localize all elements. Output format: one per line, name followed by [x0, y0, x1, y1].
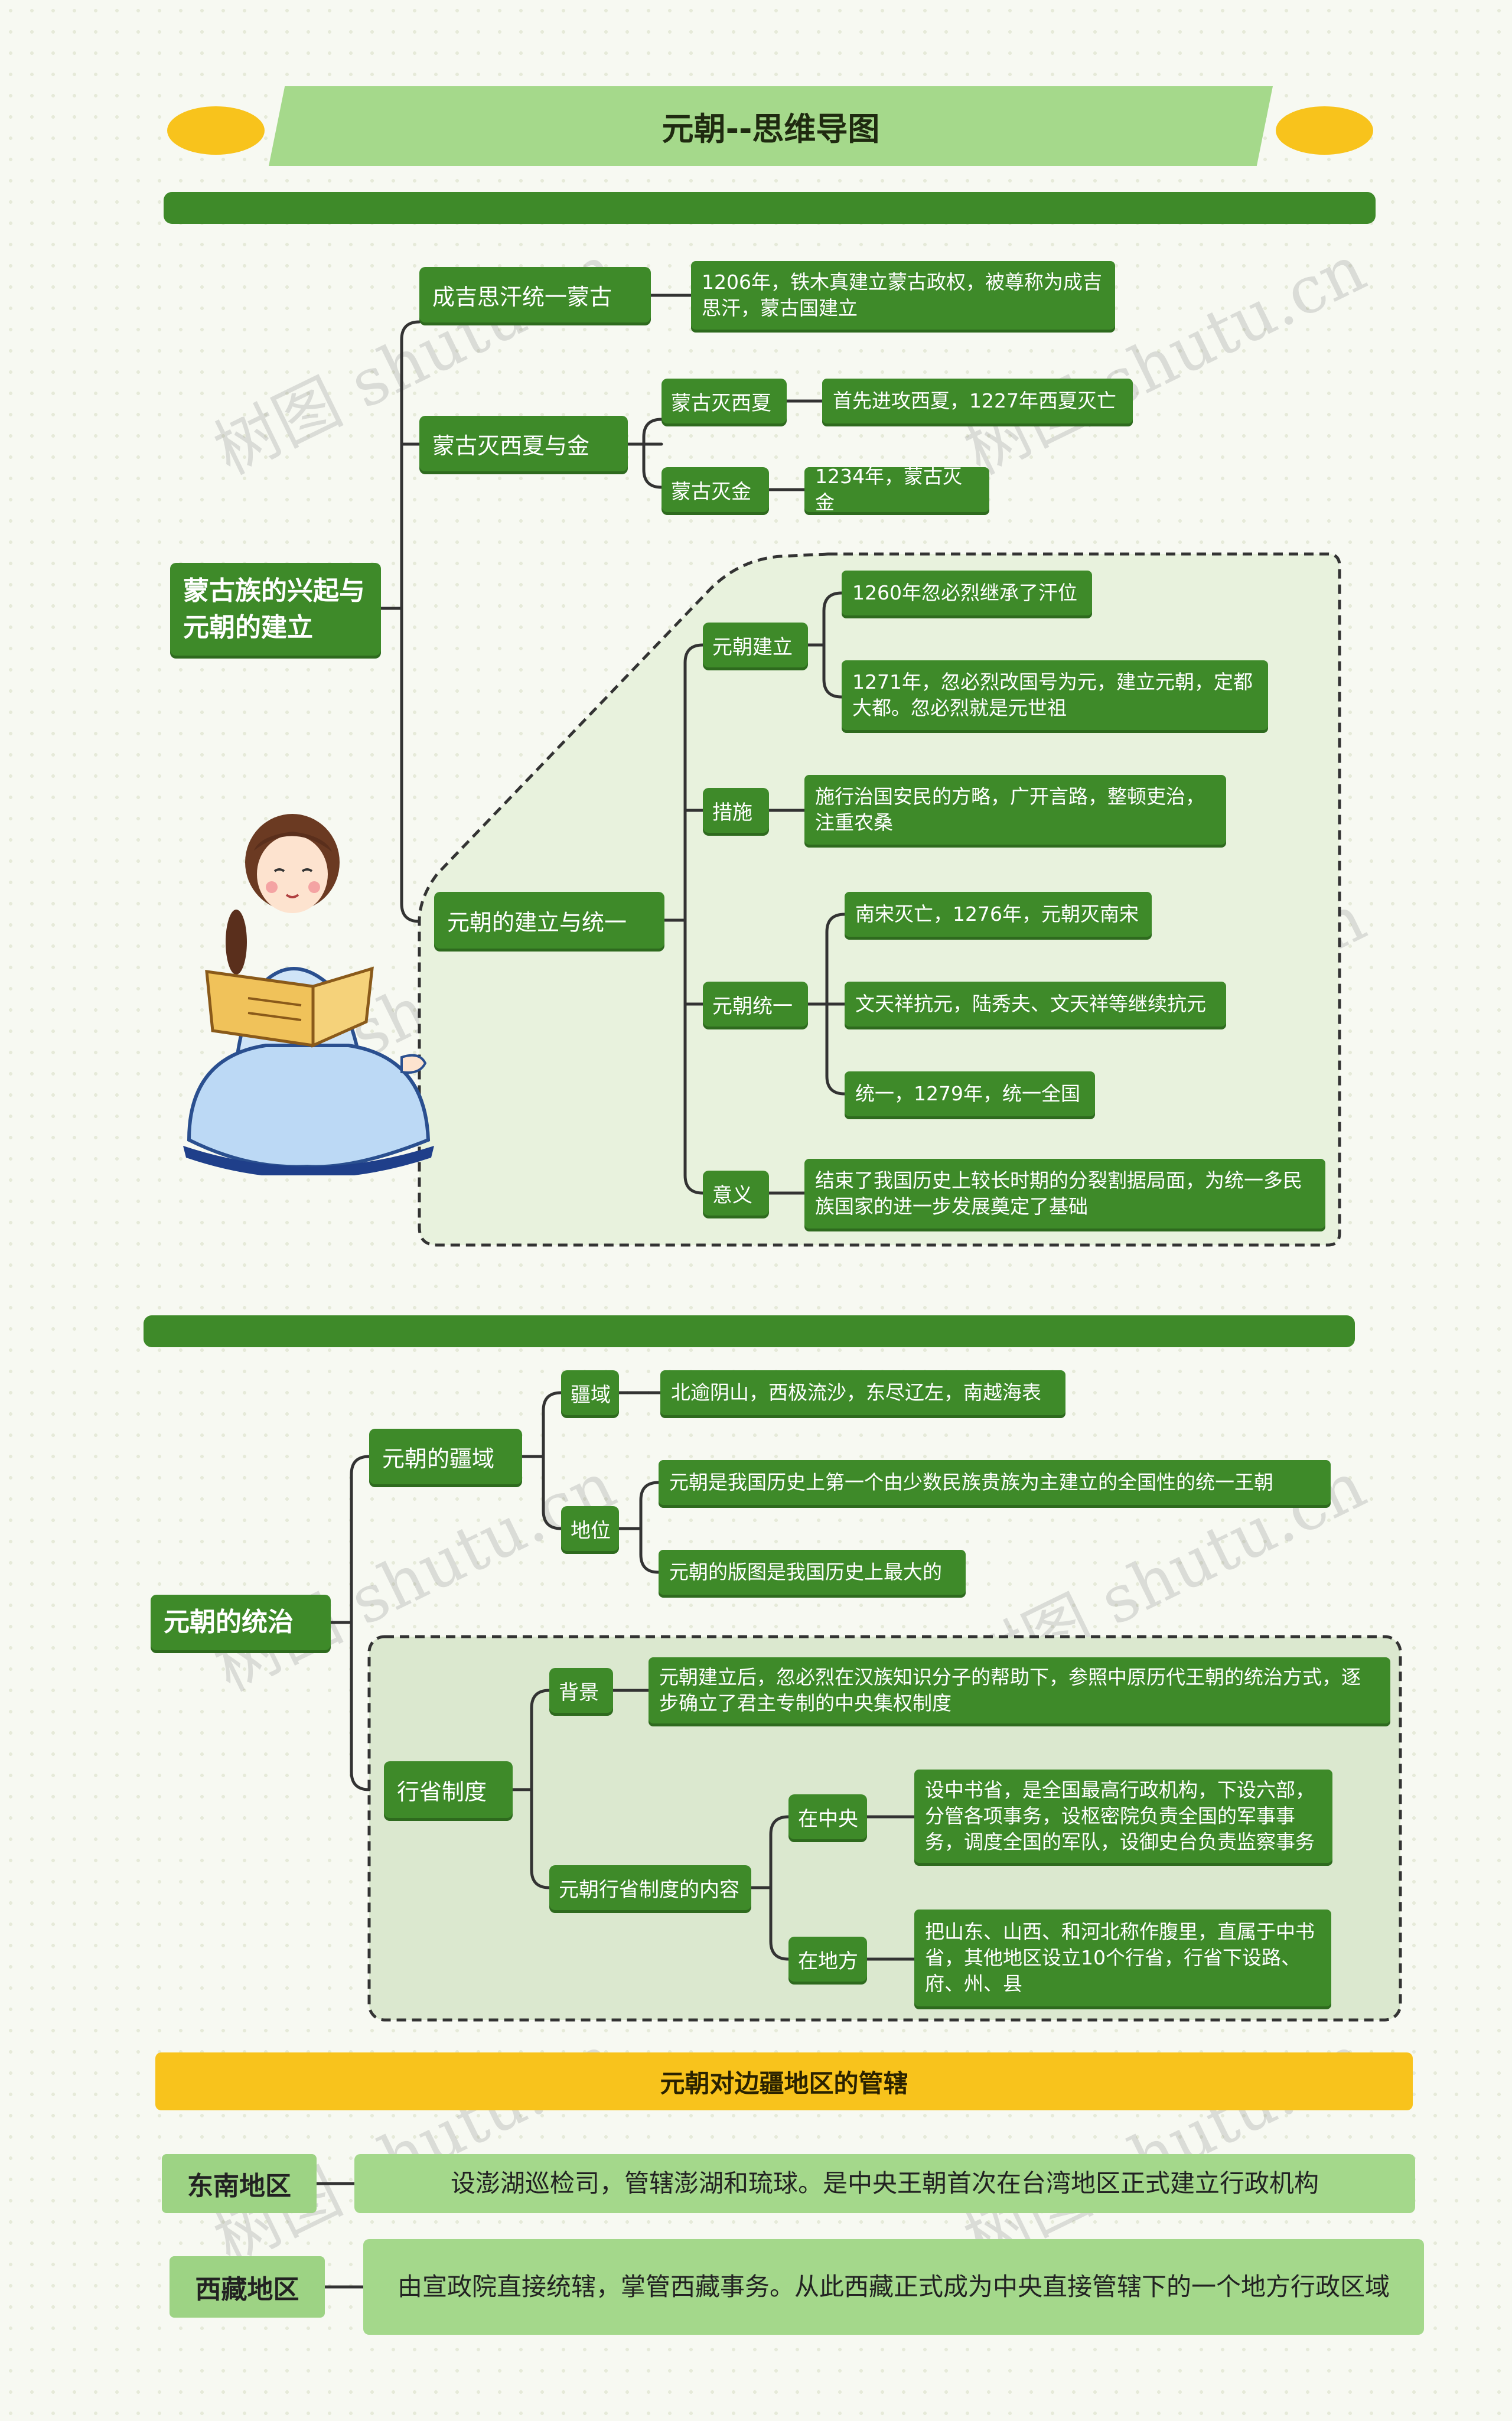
leaf-1260[interactable]: 1260年忽必烈继承了汗位 [842, 571, 1092, 615]
leaf-1234[interactable]: 1234年，蒙古灭金 [804, 465, 989, 514]
region-southeast-text: 设澎湖巡检司，管辖澎湖和琉球。是中央王朝首次在台湾地区正式建立行政机构 [354, 2154, 1415, 2213]
leaf-1276[interactable]: 南宋灭亡，1276年，元朝灭南宋 [845, 892, 1152, 937]
title-banner [269, 86, 1273, 166]
page-title: 元朝--思维导图 [662, 110, 880, 148]
left-decor-oval [167, 106, 265, 155]
branch-genghis-unify[interactable]: 成吉思汗统一蒙古 [419, 267, 651, 322]
leaf-background[interactable]: 元朝建立后，忽必烈在汉族知识分子的帮助下，参照中原历代王朝的统治方式，逐步确立了… [649, 1657, 1390, 1723]
root-node-yuan-rule[interactable]: 元朝的统治 [151, 1595, 331, 1650]
girl-reading-illustration [183, 814, 434, 1175]
section2-band [144, 1315, 1355, 1347]
leaf-1271[interactable]: 1271年，忽必烈改国号为元，建立元朝，定都大都。忽必烈就是元世祖 [842, 660, 1268, 730]
root-node-mongol-rise[interactable]: 蒙古族的兴起与元朝的建立 [170, 563, 381, 656]
leaf-largest-territory[interactable]: 元朝的版图是我国历史上最大的 [659, 1550, 966, 1595]
node-territory[interactable]: 疆域 [561, 1370, 619, 1415]
leaf-1227[interactable]: 首先进攻西夏，1227年西夏灭亡 [822, 379, 1133, 423]
branch-territory[interactable]: 元朝的疆域 [369, 1429, 522, 1484]
leaf-wen-tianxiang[interactable]: 文天祥抗元，陆秀夫、文天祥等继续抗元 [845, 982, 1226, 1027]
leaf-territory-extent[interactable]: 北逾阴山，西极流沙，东尽辽左，南越海表 [660, 1370, 1065, 1415]
frontier-governance-title: 元朝对边疆地区的管辖 [155, 2052, 1413, 2110]
leaf-1206[interactable]: 1206年，铁木真建立蒙古政权，被尊称为成吉思汗，蒙古国建立 [691, 261, 1115, 330]
right-decor-oval [1276, 106, 1373, 155]
branch-province-system[interactable]: 行省制度 [384, 1761, 513, 1818]
leaf-first-minority-dynasty[interactable]: 元朝是我国历史上第一个由少数民族贵族为主建立的全国性的统一王朝 [659, 1460, 1331, 1505]
node-status[interactable]: 地位 [561, 1506, 619, 1551]
node-province-content[interactable]: 元朝行省制度的内容 [549, 1865, 751, 1910]
branch-yuan-founding[interactable]: 元朝的建立与统一 [434, 892, 664, 949]
node-central[interactable]: 在中央 [788, 1794, 867, 1839]
node-measures[interactable]: 措施 [703, 788, 769, 833]
leaf-1279[interactable]: 统一，1279年，统一全国 [845, 1071, 1095, 1116]
node-background[interactable]: 背景 [549, 1668, 613, 1713]
leaf-significance[interactable]: 结束了我国历史上较长时期的分裂割据局面，为统一多民族国家的进一步发展奠定了基础 [804, 1159, 1325, 1229]
branch-destroy-xixia-jin[interactable]: 蒙古灭西夏与金 [419, 416, 628, 471]
node-yuan-founded[interactable]: 元朝建立 [703, 623, 808, 667]
node-local[interactable]: 在地方 [788, 1937, 867, 1982]
region-tibet-text: 由宣政院直接统辖，掌管西藏事务。从此西藏正式成为中央直接管辖下的一个地方行政区域 [363, 2239, 1424, 2335]
section1-band [164, 192, 1376, 224]
region-southeast-label[interactable]: 东南地区 [162, 2154, 317, 2213]
leaf-measures[interactable]: 施行治国安民的方略，广开言路，整顿吏治，注重农桑 [804, 775, 1226, 845]
region-tibet-label[interactable]: 西藏地区 [170, 2256, 325, 2318]
node-yuan-unify[interactable]: 元朝统一 [703, 982, 808, 1027]
leaf-central-government[interactable]: 设中书省，是全国最高行政机构，下设六部，分管各项事务，设枢密院负责全国的军事事务… [914, 1770, 1332, 1863]
node-destroy-xixia[interactable]: 蒙古灭西夏 [662, 379, 787, 423]
leaf-local-government[interactable]: 把山东、山西、和河北称作腹里，直属于中书省，其他地区设立10个行省，行省下设路、… [914, 1910, 1331, 2006]
node-destroy-jin[interactable]: 蒙古灭金 [662, 467, 769, 512]
node-significance[interactable]: 意义 [703, 1171, 769, 1216]
